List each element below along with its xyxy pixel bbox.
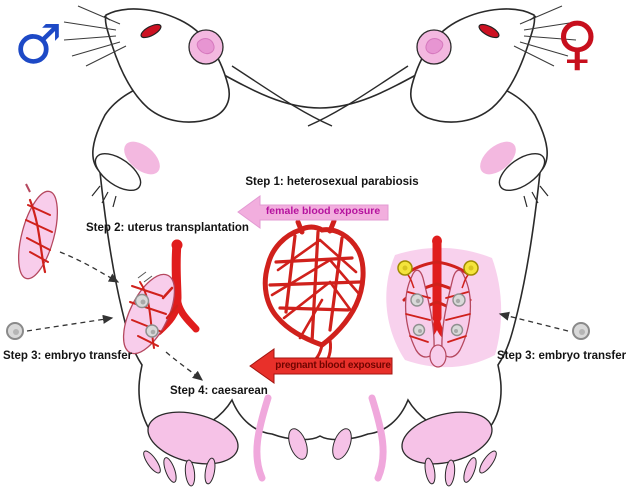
step2-label: Step 2: uterus transplantation — [86, 222, 249, 234]
dashed-arrow-uterus-transplant — [59, 251, 120, 283]
dashed-arrow-caesarean — [165, 351, 204, 381]
step1-label: Step 1: heterosexual parabiosis — [245, 176, 419, 188]
step3-label-right: Step 3: embryo transfer — [497, 350, 627, 362]
male-rat-inner-paw — [288, 428, 308, 460]
female-rat-tail — [368, 394, 387, 482]
female-blood-arrow-label: female blood exposure — [265, 205, 381, 217]
male-rat-shoulder-patch — [124, 141, 160, 175]
parabiosis-seam-left — [231, 65, 333, 127]
ovary-left — [397, 260, 413, 276]
embryo-in-transplanted-uterus — [134, 293, 159, 338]
male-rat-hind-foot — [143, 411, 239, 487]
transplanted-uterus — [122, 271, 179, 355]
female-rat-front-paw — [498, 152, 549, 208]
parabiosis-seam-right — [307, 65, 409, 127]
female-rat-hind-foot — [401, 411, 497, 487]
male-rat-tail — [253, 394, 272, 482]
embryos-in-horns — [410, 293, 466, 337]
female-rat-shoulder-patch — [480, 141, 516, 175]
cervix — [429, 344, 447, 368]
donor-uterus — [17, 183, 59, 280]
female-rat-inner-paw — [332, 428, 352, 460]
male-rat-nose — [103, 15, 111, 21]
female-symbol-icon: ♀ — [556, 9, 599, 77]
step3-label-left: Step 3: embryo transfer — [3, 350, 133, 362]
dashed-arrow-embryo-right — [498, 311, 569, 332]
embryo-left — [6, 322, 24, 340]
female-rat-eye — [478, 23, 500, 39]
male-rat-eye — [140, 23, 162, 39]
female-rat-head — [410, 5, 577, 123]
female-reproductive-tract — [386, 235, 502, 368]
pregnant-blood-arrow-label: pregnant blood exposure — [275, 360, 391, 371]
male-rat-whiskers — [63, 5, 127, 67]
dashed-arrow-embryo-left — [26, 314, 114, 332]
ovary-right — [463, 260, 479, 276]
pregnant-blood-arrow — [249, 348, 393, 384]
male-rat-head — [63, 5, 230, 123]
oviducts — [407, 274, 469, 289]
female-rat-nose — [529, 15, 537, 21]
female-rat-ear — [416, 29, 452, 65]
vascular-network — [262, 218, 366, 368]
male-rat-ear — [188, 29, 224, 65]
male-symbol-icon: ♂ — [14, 13, 63, 76]
step4-label: Step 4: caesarean — [170, 385, 268, 397]
embryo-right — [572, 322, 590, 340]
female-rat-whiskers — [513, 5, 577, 67]
female-blood-arrow — [237, 195, 389, 229]
male-rat-front-paw — [91, 152, 142, 208]
